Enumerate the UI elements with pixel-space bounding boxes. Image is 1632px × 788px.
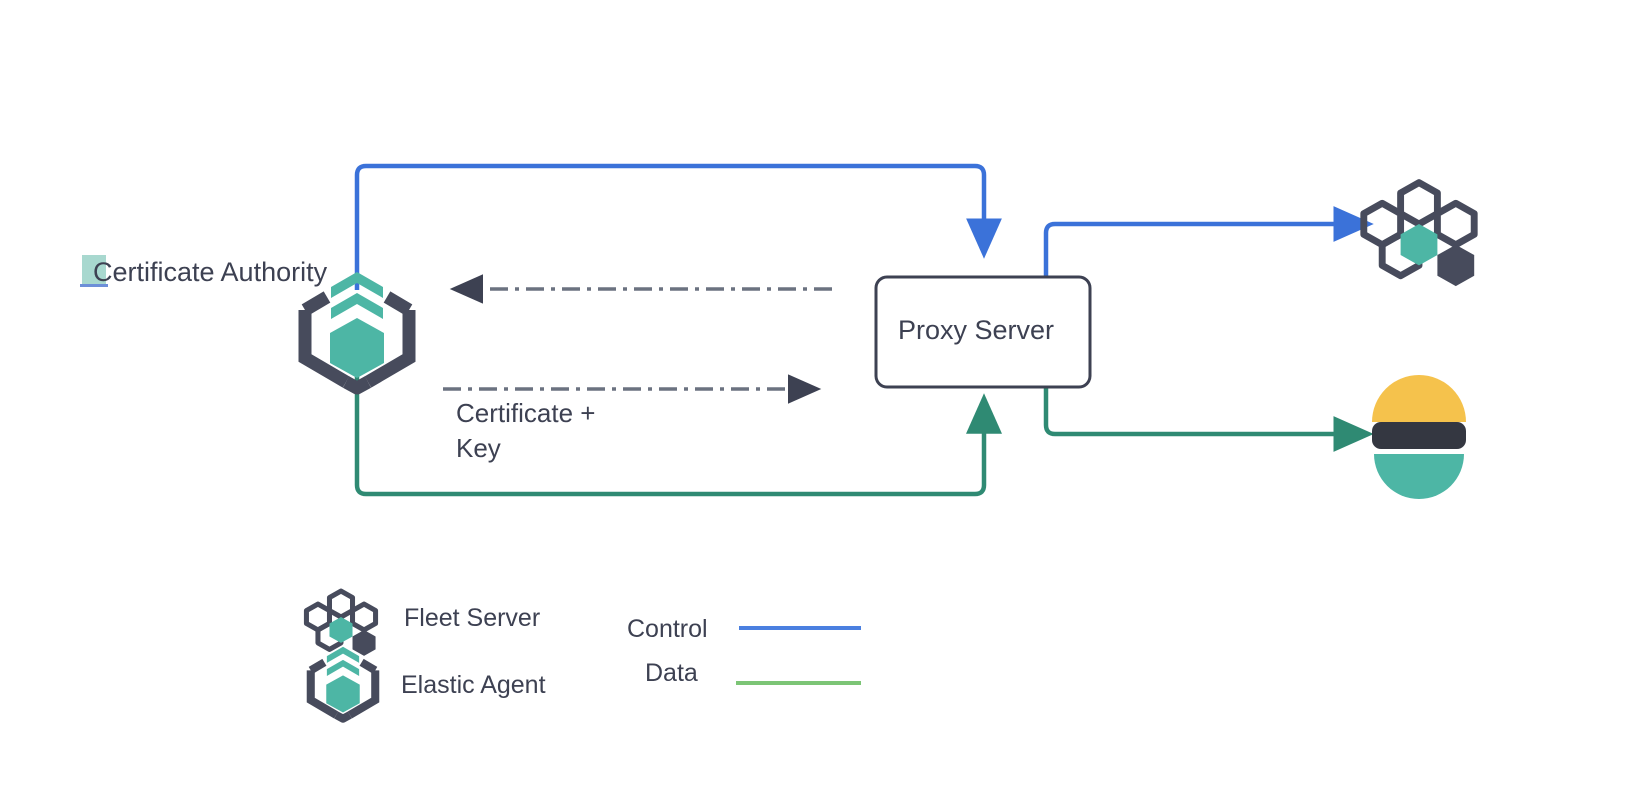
- control-edge-agent-to-proxy: [354, 163, 1002, 290]
- certificate-authority-highlight: [82, 255, 106, 284]
- legend-item-elastic-agent-label: Elastic Agent: [401, 671, 546, 699]
- proxy-server-node[interactable]: [874, 275, 1092, 389]
- legend-elastic-agent-icon: [306, 646, 380, 723]
- elasticsearch-icon: [1372, 375, 1466, 499]
- data-edge-agent-to-proxy: [354, 375, 1002, 497]
- certificate-authority-underline: [80, 284, 108, 287]
- legend-item-fleet-server-label: Fleet Server: [404, 604, 541, 632]
- certificate-authority-label: Certificate Authority: [93, 257, 328, 287]
- proxy-server-label: Proxy Server: [898, 315, 1055, 345]
- fleet-server-icon: [1360, 179, 1478, 287]
- certificate-key-edge-label: Certificate + Key: [456, 398, 596, 463]
- elastic-agent-icon: [298, 272, 416, 395]
- control-edge-proxy-to-fleet: [1043, 206, 1374, 278]
- data-edge-proxy-to-elasticsearch: [1043, 386, 1374, 452]
- legend-fleet-server-icon: [303, 588, 379, 656]
- legend-line-control-label: Control: [627, 615, 708, 643]
- legend-line-data-label: Data: [645, 659, 698, 687]
